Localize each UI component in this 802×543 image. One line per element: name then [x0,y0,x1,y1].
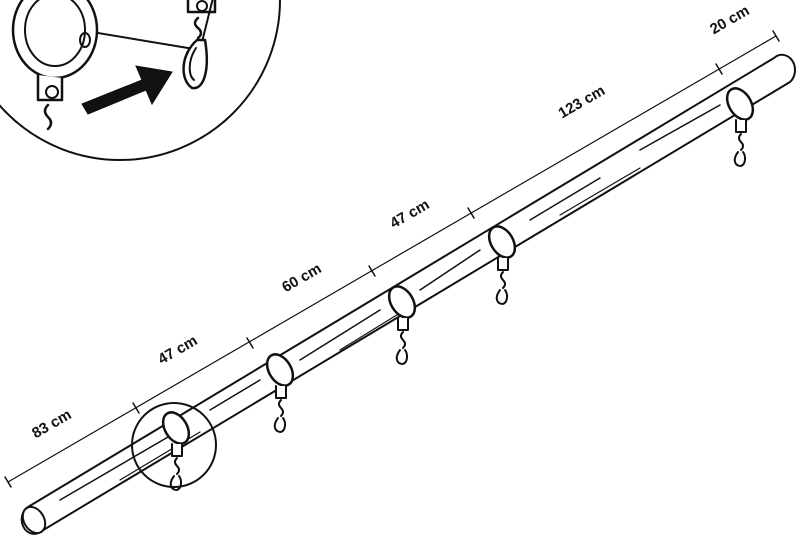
ring-5 [725,87,755,167]
segment-label-4: 47 cm [387,196,432,232]
segment-label-1: 83 cm [29,406,74,442]
ring-3 [387,285,417,365]
ring-4 [487,225,517,305]
detail-ring-icon [11,0,99,131]
ring-2 [265,353,295,433]
magnifier-circle [131,402,217,488]
segment-label-6: 20 cm [707,2,752,38]
detail-hook-icon [182,0,217,90]
segment-label-3: 60 cm [279,260,324,296]
hook-icon [495,271,509,305]
ring-1 [161,411,191,491]
arrow-icon [81,65,173,115]
segment-label-2: 47 cm [155,332,200,368]
hook-icon [733,133,747,167]
hook-icon [169,457,183,491]
hook-icon [273,399,287,433]
hook-icon [395,331,409,365]
detail-inset [0,0,281,161]
segment-label-5: 123 cm [555,82,608,122]
dimension-line [4,30,780,488]
